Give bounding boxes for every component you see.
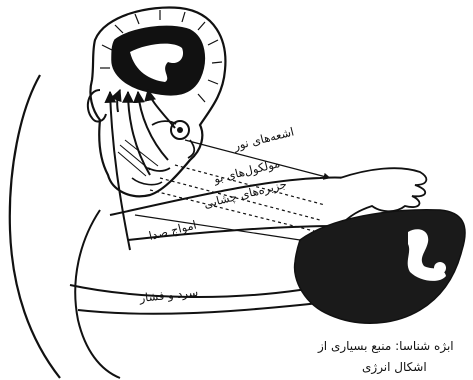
label-pressure: سرد و فشار [138,285,199,306]
label-light-rays: اشعه‌های نور [231,124,295,154]
caption-line-1: ابژه شناسا: منبع بسیاری از [317,339,454,354]
back-outline [75,210,120,378]
body-outline [10,75,60,378]
label-sound-waves: امواج صدا [147,218,198,244]
caption-line-2: اشکال انرژی [362,360,427,375]
